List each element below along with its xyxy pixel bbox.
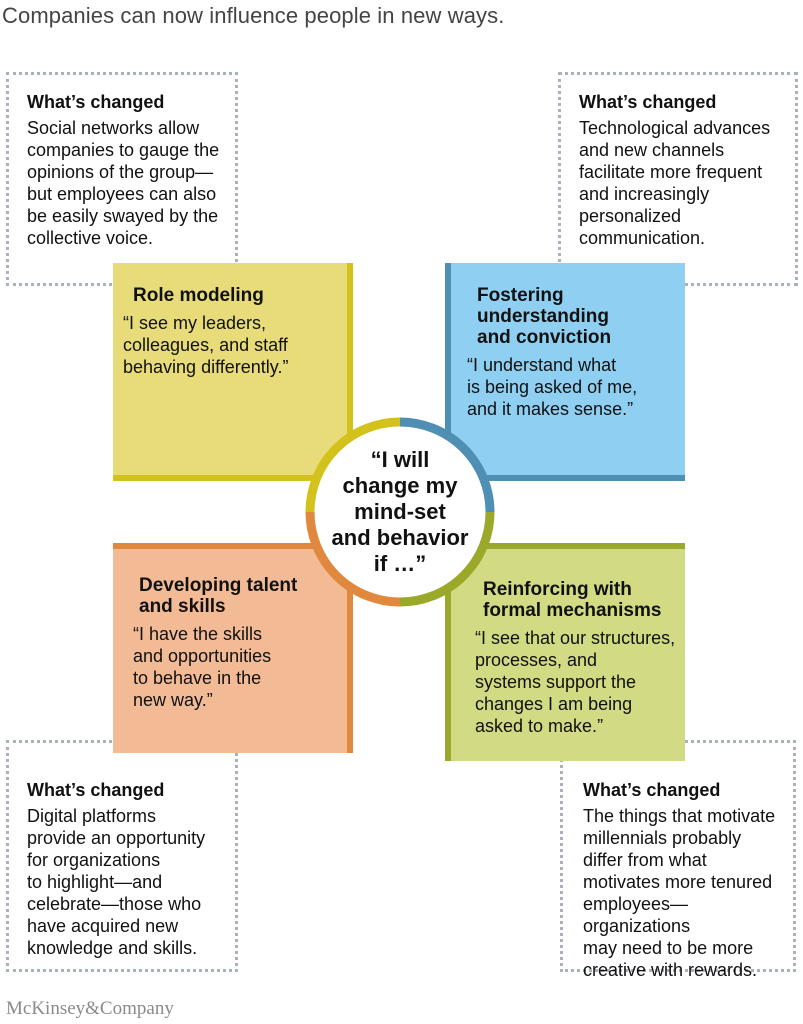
whats-changed-heading: What’s changed xyxy=(27,92,165,112)
quadrant-role-modeling: Role modeling “I see my leaders, colleag… xyxy=(113,263,353,481)
whats-changed-text: The things that motivate millennials pro… xyxy=(583,806,776,980)
whats-changed-bottom-left: What’s changed Digital platforms provide… xyxy=(6,740,238,972)
whats-changed-bottom-right: What’s changed The things that motivate … xyxy=(560,740,796,980)
quadrant-heading: Role modeling xyxy=(133,285,264,306)
center-statement: “I will change my mind-set and behavior … xyxy=(331,447,469,576)
whats-changed-text: Social networks allow companies to gauge… xyxy=(27,118,220,248)
quadrant-reinforcing: Reinforcing with formal mechanisms “I se… xyxy=(445,543,685,761)
whats-changed-heading: What’s changed xyxy=(27,780,165,800)
center-ring xyxy=(305,417,495,607)
quadrant-quote: “I have the skills and opportunities to … xyxy=(133,624,272,710)
whats-changed-heading: What’s changed xyxy=(579,92,717,112)
quadrant-developing: Developing talent and skills “I have the… xyxy=(113,543,353,753)
center-circle: “I will change my mind-set and behavior … xyxy=(304,416,496,608)
quadrant-fostering: Fostering understanding and conviction “… xyxy=(445,263,685,481)
whats-changed-heading: What’s changed xyxy=(583,780,721,800)
page-title: Companies can now influence people in ne… xyxy=(2,3,505,28)
whats-changed-text: Technological advances and new channels … xyxy=(579,118,771,248)
whats-changed-text: Digital platforms provide an opportunity… xyxy=(27,806,206,958)
whats-changed-top-right: What’s changed Technological advances an… xyxy=(558,72,798,286)
whats-changed-top-left: What’s changed Social networks allow com… xyxy=(6,72,238,286)
quadrant-heading: Reinforcing with formal mechanisms xyxy=(483,579,662,621)
quadrant-heading: Fostering understanding and conviction xyxy=(477,285,612,348)
quadrant-heading: Developing talent and skills xyxy=(139,575,298,617)
quadrant-quote: “I see that our structures, processes, a… xyxy=(475,628,676,736)
quadrant-quote: “I understand what is being asked of me,… xyxy=(467,355,638,419)
quadrant-quote: “I see my leaders, colleagues, and staff… xyxy=(123,313,289,377)
brand-logo: McKinsey&Company xyxy=(6,998,174,1019)
